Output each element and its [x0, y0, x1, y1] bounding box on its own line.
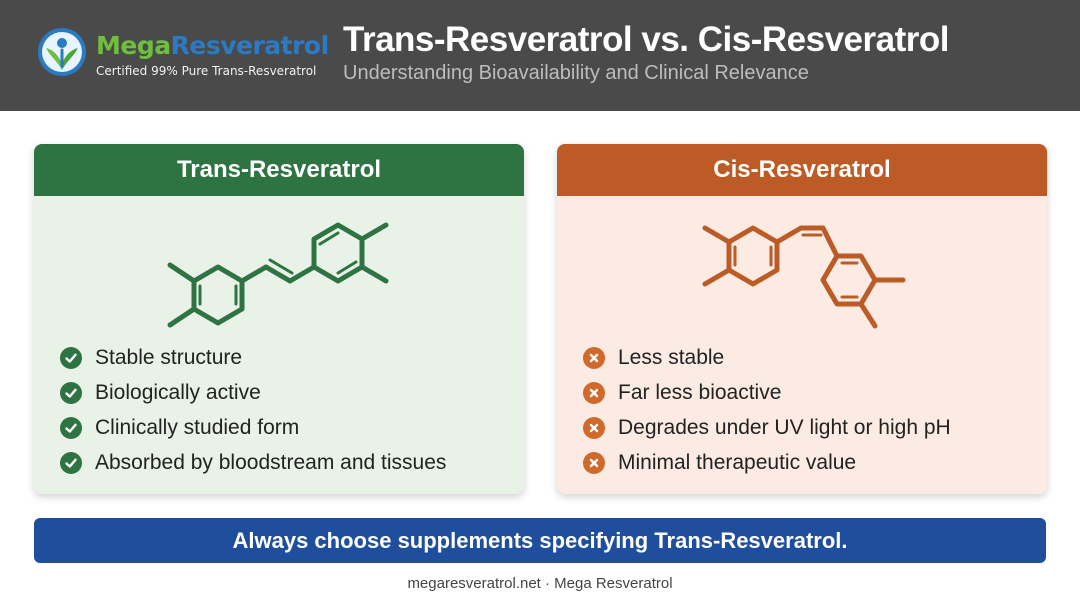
brand-tagline: Certified 99% Pure Trans-Resveratrol	[96, 64, 317, 78]
recommendation-banner: Always choose supplements specifying Tra…	[34, 518, 1046, 563]
trans-card-title: Trans-Resveratrol	[34, 144, 524, 196]
drawback-text: Minimal therapeutic value	[618, 450, 857, 474]
x-circle-icon	[583, 416, 605, 439]
benefit-text: Stable structure	[95, 345, 243, 369]
benefit-text: Clinically studied form	[95, 415, 300, 439]
list-item: Biologically active	[60, 375, 446, 410]
page-subtitle: Understanding Bioavailability and Clinic…	[343, 62, 809, 84]
drawback-text: Degrades under UV light or high pH	[618, 415, 951, 439]
trans-benefits-list: Stable structure Biologically active Cli…	[60, 340, 446, 480]
check-circle-icon	[60, 381, 82, 404]
list-item: Less stable	[583, 340, 951, 375]
drawback-text: Far less bioactive	[618, 380, 782, 404]
trans-card: Trans-Resveratrol Stable struc	[34, 144, 524, 494]
logo-icon	[38, 28, 86, 76]
x-circle-icon	[583, 346, 605, 369]
trans-molecule-icon	[167, 222, 389, 328]
list-item: Absorbed by bloodstream and tissues	[60, 445, 446, 480]
header: MegaResveratrol Certified 99% Pure Trans…	[0, 0, 1080, 111]
list-item: Far less bioactive	[583, 375, 951, 410]
footer-text: megaresveratrol.net · Mega Resveratrol	[407, 575, 673, 592]
list-item: Clinically studied form	[60, 410, 446, 445]
cis-drawbacks-list: Less stable Far less bioactive Degrades …	[583, 340, 951, 480]
cis-card: Cis-Resveratrol Less stable	[557, 144, 1047, 494]
list-item: Degrades under UV light or high pH	[583, 410, 951, 445]
benefit-text: Absorbed by bloodstream and tissues	[95, 450, 447, 474]
page-title: Trans-Resveratrol vs. Cis-Resveratrol	[343, 20, 949, 59]
x-circle-icon	[583, 381, 605, 404]
brand-name: MegaResveratrol	[96, 31, 329, 60]
check-circle-icon	[60, 346, 82, 369]
cis-molecule-icon	[702, 225, 906, 329]
check-circle-icon	[60, 416, 82, 439]
drawback-text: Less stable	[618, 345, 725, 369]
list-item: Stable structure	[60, 340, 446, 375]
cis-card-title: Cis-Resveratrol	[557, 144, 1047, 196]
x-circle-icon	[583, 451, 605, 474]
list-item: Minimal therapeutic value	[583, 445, 951, 480]
check-circle-icon	[60, 451, 82, 474]
benefit-text: Biologically active	[95, 380, 261, 404]
